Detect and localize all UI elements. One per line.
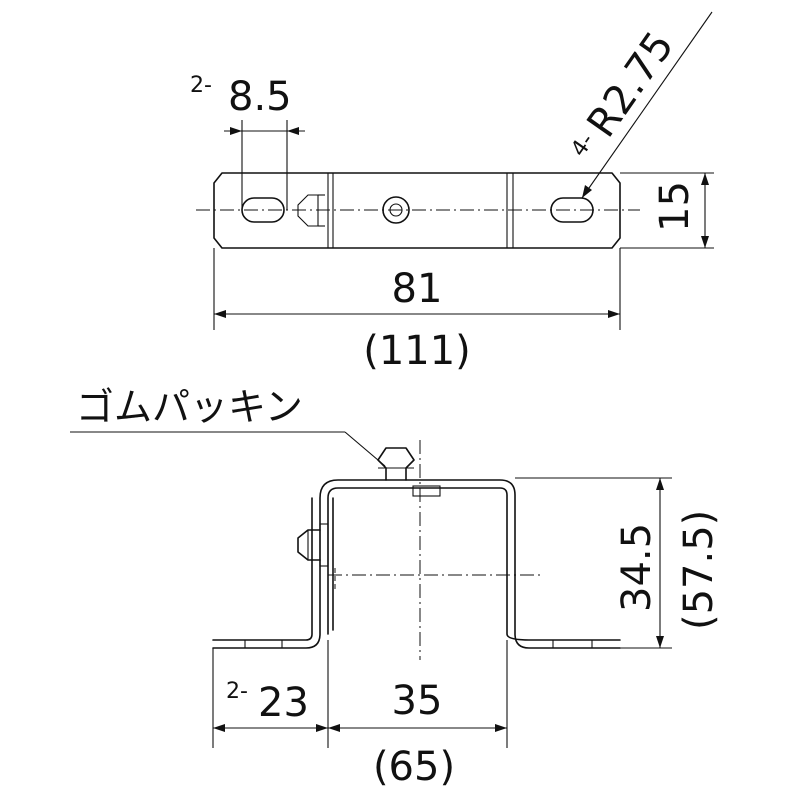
gasket-side-plug	[319, 523, 329, 567]
inner-width-dimension: 35	[392, 678, 443, 724]
arrow-hole-left	[230, 127, 242, 135]
arrow-inner-left	[328, 724, 340, 732]
gasket-label: ゴムパッキン	[76, 385, 303, 429]
arrow-inner-right	[495, 724, 507, 732]
arrow-radius	[582, 185, 592, 198]
arrow-width-right	[608, 310, 620, 318]
gasket-side	[297, 529, 321, 561]
arrow-width-left	[214, 310, 226, 318]
overall-height: (57.5)	[676, 510, 722, 630]
flange-dimension: 23	[258, 680, 309, 726]
leader-gasket-diag	[344, 431, 386, 467]
arrow-height-bottom	[701, 236, 709, 248]
hole-dimension: 8.5	[228, 74, 292, 120]
gasket-top-plug	[412, 485, 441, 497]
bracket-outline-top	[213, 172, 621, 249]
overall-width: (111)	[363, 328, 471, 374]
outer-width-dimension: (65)	[373, 744, 455, 790]
arrow-vert-top	[656, 478, 664, 490]
arrow-flange-left	[213, 724, 225, 732]
arrow-hole-right	[287, 127, 299, 135]
flange-prefix: 2-	[226, 679, 248, 704]
arrow-vert-bottom	[656, 636, 664, 648]
gasket-top	[377, 447, 415, 481]
bracket-profile-outer	[212, 479, 621, 649]
hole-prefix: 2-	[190, 73, 212, 98]
top-view: 2- 8.5 4- R2.75 15 81 (111)	[190, 11, 714, 374]
radius-prefix: 4-	[566, 129, 599, 161]
side-view: ゴムパッキン 34.5 (57.5) 2- 23 35 (65)	[70, 385, 722, 790]
bracket-profile-inner-2	[327, 487, 621, 641]
arrow-flange-right	[316, 724, 328, 732]
height-dimension-top: 15	[652, 181, 698, 232]
arrow-height-top	[701, 173, 709, 185]
width-dimension: 81	[392, 266, 443, 312]
leader-radius	[581, 11, 713, 199]
height-dimension: 34.5	[614, 523, 660, 612]
bracket-profile-inner	[212, 497, 313, 641]
